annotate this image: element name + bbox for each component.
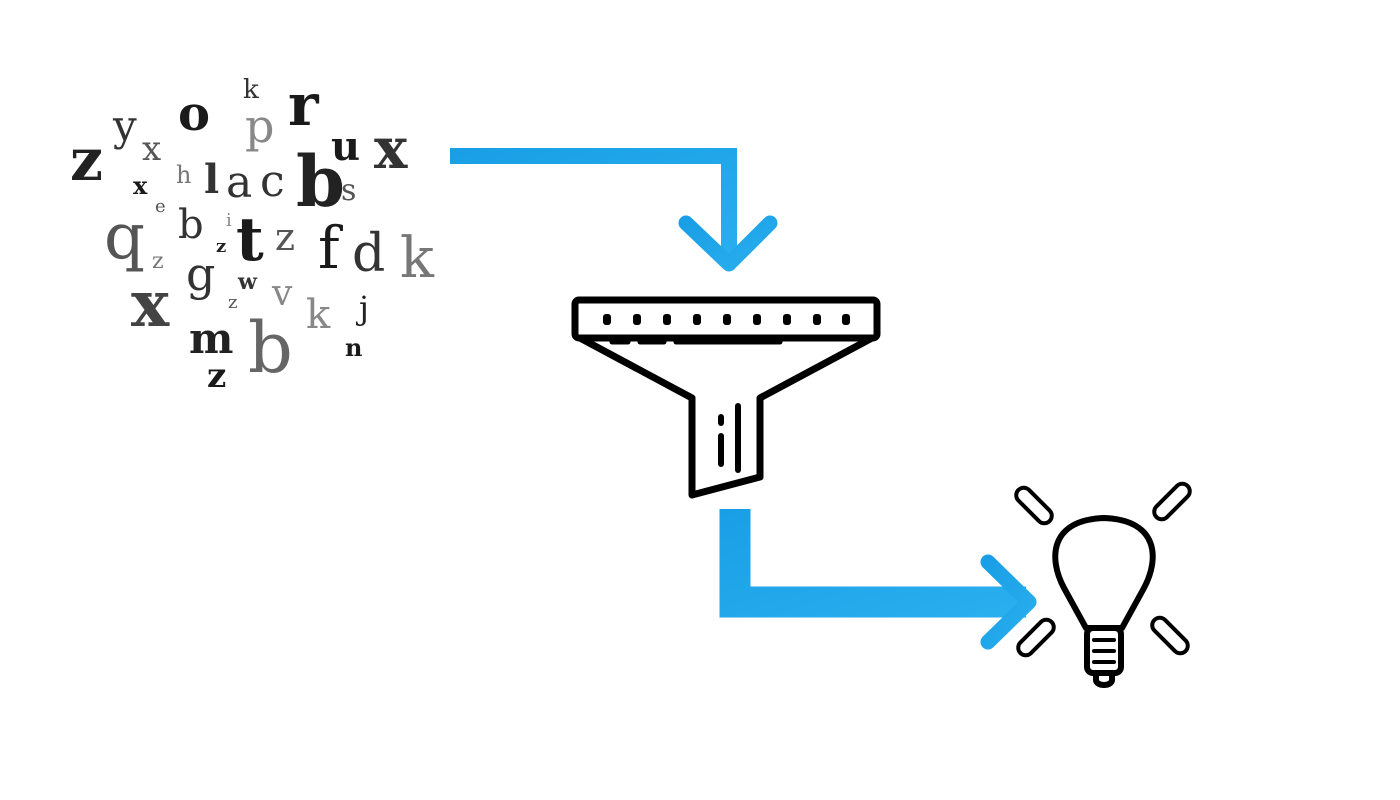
cloud-letter: x bbox=[131, 267, 170, 342]
cloud-letter: k bbox=[243, 75, 259, 105]
cloud-letter: r bbox=[288, 71, 320, 139]
cloud-letter: o bbox=[178, 86, 210, 142]
cloud-letter: z bbox=[216, 236, 226, 257]
cloud-letter: g bbox=[186, 247, 215, 301]
cloud-letter: x bbox=[133, 171, 148, 200]
cloud-letter: a bbox=[226, 157, 252, 208]
cloud-letter: n bbox=[345, 333, 362, 362]
cloud-letter: y bbox=[112, 101, 137, 150]
cloud-letter: m bbox=[189, 314, 233, 363]
funnel-icon bbox=[571, 296, 881, 499]
cloud-letter: x bbox=[142, 129, 161, 169]
arrow-to-lightbulb-head bbox=[980, 554, 1037, 650]
arrow-to-lightbulb bbox=[719, 509, 1037, 650]
cloud-letter: w bbox=[237, 269, 258, 295]
cloud-letter: z bbox=[152, 249, 164, 274]
cloud-letter: x bbox=[374, 116, 408, 182]
lightbulb-icon bbox=[1014, 481, 1192, 688]
cloud-letter: k bbox=[306, 292, 331, 338]
cloud-letter: s bbox=[341, 173, 356, 208]
arrow-to-funnel-head bbox=[678, 215, 778, 272]
cloud-letter: v bbox=[271, 273, 293, 314]
arrow-to-lightbulb-line bbox=[719, 509, 1026, 618]
cloud-letter: z bbox=[228, 292, 237, 313]
cloud-letter: c bbox=[260, 156, 285, 207]
cloud-letter: f bbox=[318, 214, 343, 282]
cloud-letter: b bbox=[178, 202, 204, 248]
funnel-dots bbox=[603, 314, 850, 325]
cloud-letter: h bbox=[176, 161, 191, 189]
cloud-letter: z bbox=[207, 356, 226, 396]
cloud-letter: b bbox=[296, 140, 345, 223]
cloud-letter: e bbox=[155, 196, 166, 217]
cloud-letter: d bbox=[352, 224, 385, 284]
lightbulb-rays bbox=[1014, 481, 1192, 658]
cloud-letter: j bbox=[355, 289, 369, 327]
cloud-letter: l bbox=[204, 156, 219, 203]
cloud-letter: k bbox=[400, 226, 435, 291]
arrow-to-funnel-line bbox=[450, 148, 737, 262]
cloud-letter: b bbox=[248, 307, 293, 389]
cloud-letter: q bbox=[104, 200, 145, 274]
cloud-letter: z bbox=[275, 215, 295, 259]
cloud-letter: t bbox=[236, 205, 264, 275]
cloud-letter: p bbox=[245, 99, 274, 153]
arrow-to-funnel bbox=[450, 148, 778, 272]
cloud-letter: z bbox=[70, 126, 103, 194]
cloud-letter: u bbox=[331, 123, 360, 170]
cloud-letter: i bbox=[226, 210, 232, 231]
